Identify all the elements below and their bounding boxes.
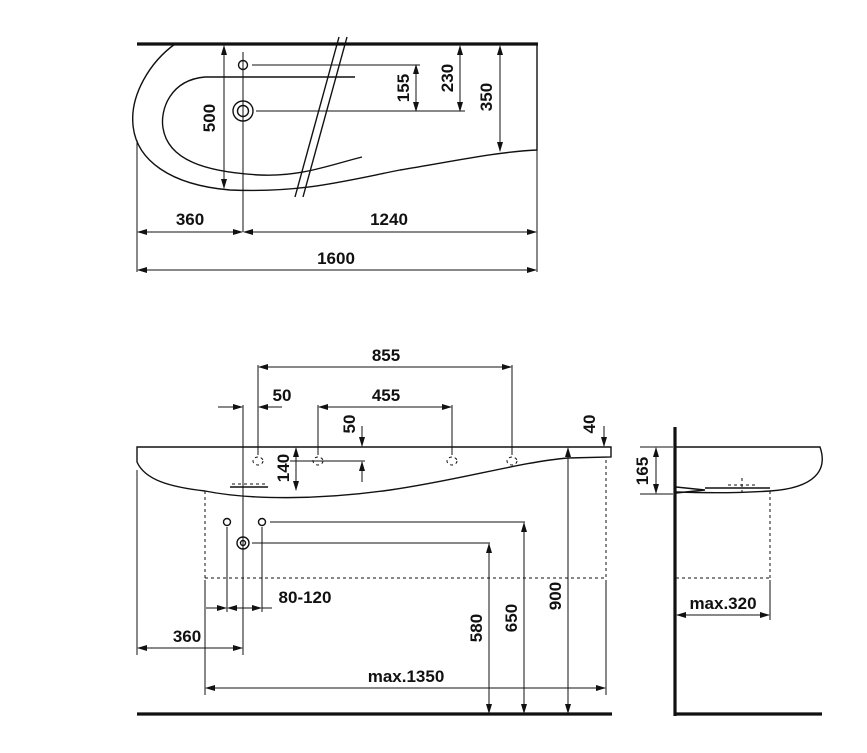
dim-165-label: 165: [633, 457, 652, 485]
dim-230-label: 230: [438, 64, 457, 92]
dim-855-label: 855: [372, 346, 400, 365]
dim-350-label: 350: [477, 83, 496, 111]
dim-900-label: 900: [546, 582, 565, 610]
front-view: 855 50 455 50 40 140 80-120 360 max.1350…: [136, 346, 612, 716]
dim-500-label: 500: [200, 104, 219, 132]
tap-hole-icon: [252, 456, 264, 466]
dim-580-label: 580: [467, 614, 486, 642]
dim-40-label: 40: [580, 415, 599, 434]
basin-outline-front: [136, 446, 612, 499]
side-view: 165 max.320: [633, 427, 823, 716]
dim-1240-label: 1240: [370, 210, 408, 229]
dim-155-label: 155: [394, 74, 413, 102]
dim-650-label: 650: [502, 604, 521, 632]
top-view: 500 155 230 350 360 1240 1600: [132, 36, 538, 273]
dim-80-120-label: 80-120: [279, 588, 332, 607]
bowl-outline-top: [161, 76, 363, 176]
break-line: [302, 36, 348, 198]
dim-360-label: 360: [176, 210, 204, 229]
dim-1600-label: 1600: [317, 249, 355, 268]
dim-455-label: 455: [372, 386, 400, 405]
break-line: [294, 36, 340, 198]
supply-point-icon: [257, 517, 267, 527]
basin-outline-side: [675, 446, 823, 494]
tap-hole-icon: [506, 456, 518, 466]
dim-50v-label: 50: [340, 415, 359, 434]
waste-fitting: [728, 478, 756, 492]
basin-outline-top: [132, 43, 538, 192]
dim-max320-label: max.320: [689, 594, 756, 613]
dim-50h-label: 50: [273, 386, 292, 405]
dim-140-label: 140: [274, 454, 293, 482]
dim-max1350-label: max.1350: [368, 667, 445, 686]
tap-hole-icon: [446, 456, 458, 466]
mounting-bracket: [675, 486, 706, 494]
dim-360-label: 360: [173, 627, 201, 646]
supply-point-icon: [222, 517, 232, 527]
